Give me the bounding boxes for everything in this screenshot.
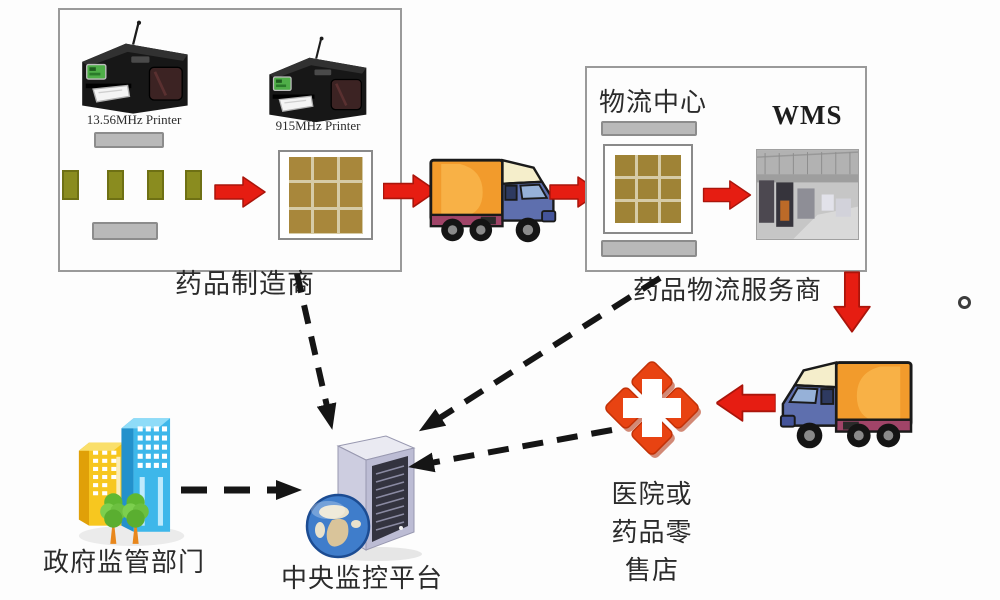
- rfid-tag-icon: [107, 170, 124, 200]
- label-roll-bar: [94, 132, 164, 148]
- logistics-pallet-grid: [603, 144, 693, 234]
- logistics-center-label: 物流中心: [598, 88, 707, 117]
- rfid-pallet-cells: [288, 156, 363, 234]
- central-server-icon: [305, 435, 422, 561]
- government-buildings-icon: [78, 418, 185, 546]
- platform-label: 中央监控平台: [280, 564, 443, 593]
- label-roll-bar: [601, 121, 697, 136]
- globe-icon: [305, 493, 371, 559]
- logistics-pallet-cells: [615, 155, 681, 223]
- rfid-tag-icon: [62, 170, 79, 200]
- label-roll-bar: [92, 222, 158, 240]
- rfid-tag-icon: [185, 170, 202, 200]
- label-roll-bar: [601, 240, 697, 257]
- manufacturer-label: 药品制造商: [175, 269, 315, 299]
- dashed-arrow-hospital-to-platform: [408, 427, 613, 473]
- warehouse-photo: [756, 149, 859, 240]
- logistics-label: 药品物流服务商: [632, 276, 822, 305]
- hospital-label-line3: 售店: [624, 556, 679, 585]
- government-label: 政府监管部门: [42, 548, 205, 577]
- printer-13mhz-label: 13.56MHz Printer: [86, 112, 182, 127]
- rfid-tag-icon: [147, 170, 164, 200]
- dashed-arrow-manufacturer-to-platform: [294, 273, 337, 430]
- rfid-pallet-grid: [278, 150, 373, 240]
- tree-icon: [100, 493, 149, 544]
- hospital-label: 医院或 药品零 售店: [598, 476, 706, 590]
- dashed-arrow-logistics-to-platform: [418, 275, 662, 432]
- stray-period-mark: [958, 296, 971, 309]
- hospital-label-line2: 药品零: [611, 518, 693, 547]
- hospital-cross-icon: [605, 361, 702, 459]
- hospital-label-line1: 医院或: [611, 480, 693, 509]
- printer-915mhz-label: 915MHz Printer: [275, 118, 361, 133]
- wms-label: WMS: [772, 100, 843, 130]
